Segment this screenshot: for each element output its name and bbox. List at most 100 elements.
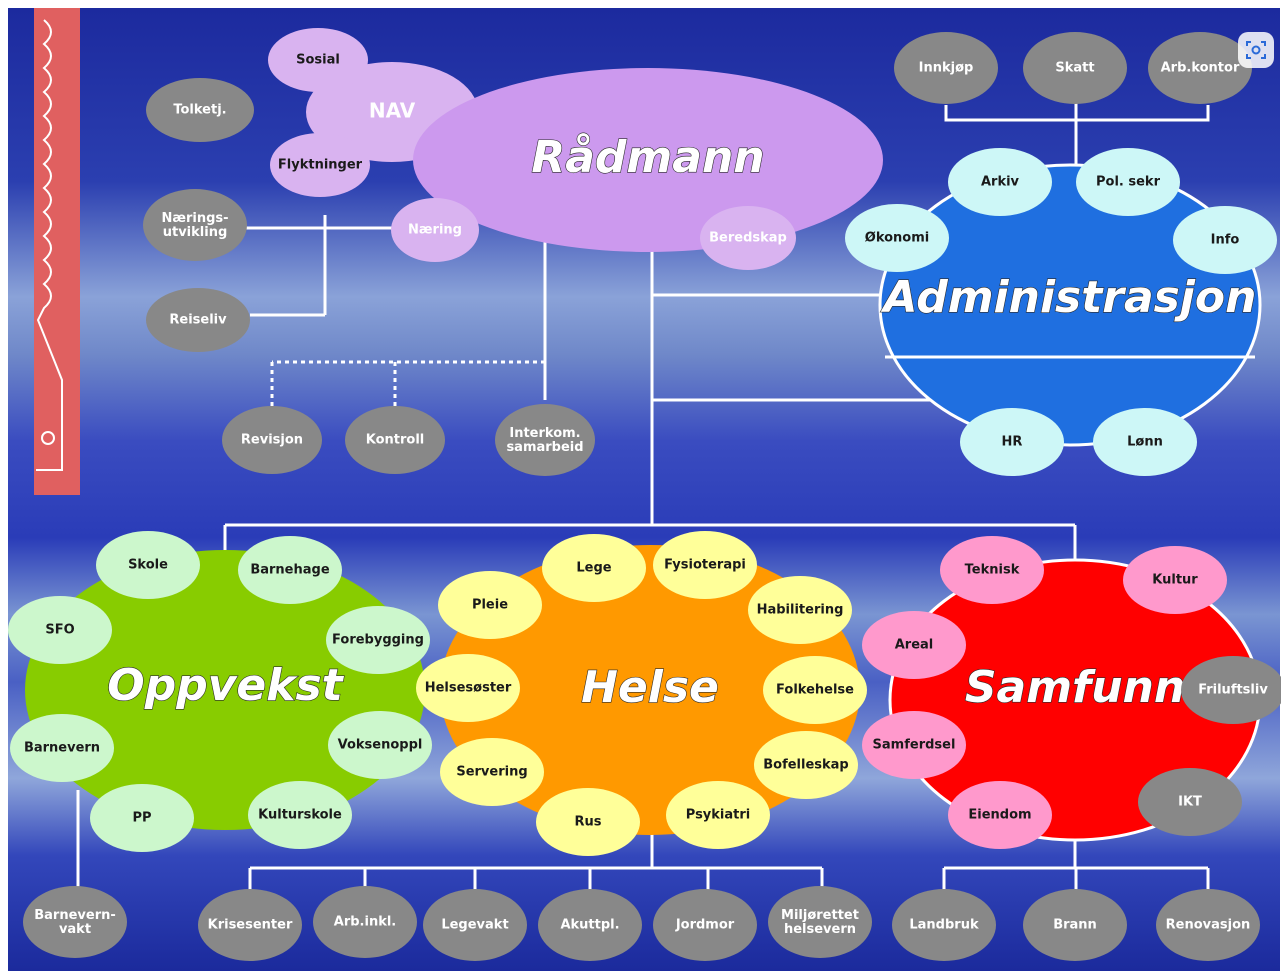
node-skole[interactable]: Skole	[96, 531, 200, 599]
node-shape-arb-kontor	[1148, 32, 1252, 104]
node-bofelleskap[interactable]: Bofelleskap	[754, 731, 858, 799]
node-samfunn[interactable]: Samfunn	[888, 558, 1262, 842]
node-label-barnevern-vakt: Barnevern-vakt	[34, 907, 116, 936]
node-eiendom[interactable]: Eiendom	[948, 781, 1052, 849]
node-renovasjon[interactable]: Renovasjon	[1156, 889, 1260, 961]
node-shape-samferdsel	[862, 711, 966, 779]
node-shape-arb-inkl	[313, 886, 417, 958]
node-shape-revisjon	[222, 406, 322, 474]
node-label-administrasjon: Administrasjon	[881, 272, 1257, 323]
node-folkehelse[interactable]: Folkehelse	[763, 656, 867, 724]
node-arb-kontor[interactable]: Arb.kontor	[1148, 32, 1252, 104]
node-servering[interactable]: Servering	[440, 738, 544, 806]
node-næring[interactable]: Næring	[391, 198, 479, 262]
node-label-folkehelse: Folkehelse	[776, 683, 854, 698]
connector-lines	[76, 98, 1210, 890]
node-label-hr: HR	[1002, 435, 1023, 450]
node-landbruk[interactable]: Landbruk	[892, 889, 996, 961]
node-label-revisjon: Revisjon	[241, 433, 303, 448]
node-shape-økonomi	[845, 204, 949, 272]
node-pleie[interactable]: Pleie	[438, 571, 542, 639]
node-label-sfo: SFO	[45, 623, 74, 638]
node-shape-ikt	[1138, 768, 1242, 836]
node-label-servering: Servering	[456, 765, 527, 780]
node-info[interactable]: Info	[1173, 206, 1277, 274]
node-hr[interactable]: HR	[960, 408, 1064, 476]
node-fysioterapi[interactable]: Fysioterapi	[653, 531, 757, 599]
node-shape-eiendom	[948, 781, 1052, 849]
node-psykiatri[interactable]: Psykiatri	[666, 781, 770, 849]
node-pp[interactable]: PP	[90, 784, 194, 852]
node-pol-sekr[interactable]: Pol. sekr	[1076, 148, 1180, 216]
node-shape-renovasjon	[1156, 889, 1260, 961]
node-lønn[interactable]: Lønn	[1093, 408, 1197, 476]
node-label-psykiatri: Psykiatri	[686, 808, 750, 823]
node-shape-helsesøster	[416, 654, 520, 722]
node-økonomi[interactable]: Økonomi	[845, 204, 949, 272]
node-samferdsel[interactable]: Samferdsel	[862, 711, 966, 779]
node-revisjon[interactable]: Revisjon	[222, 406, 322, 474]
node-helsesøster[interactable]: Helsesøster	[416, 654, 520, 722]
node-barnehage[interactable]: Barnehage	[238, 536, 342, 604]
node-akuttpl[interactable]: Akuttpl.	[538, 889, 642, 961]
node-sosial[interactable]: Sosial	[268, 28, 368, 92]
node-habilitering[interactable]: Habilitering	[748, 576, 852, 644]
node-label-arb-inkl: Arb.inkl.	[334, 915, 396, 930]
node-legevakt[interactable]: Legevakt	[423, 889, 527, 961]
node-teknisk[interactable]: Teknisk	[940, 536, 1044, 604]
node-label-oppvekst: Oppvekst	[107, 660, 344, 711]
node-shape-krisesenter	[198, 889, 302, 961]
node-label-landbruk: Landbruk	[909, 918, 979, 933]
node-label-barnehage: Barnehage	[250, 563, 329, 578]
node-kontroll[interactable]: Kontroll	[345, 406, 445, 474]
node-sfo[interactable]: SFO	[8, 596, 112, 664]
node-voksenoppl[interactable]: Voksenoppl	[328, 711, 432, 779]
node-label-krisesenter: Krisesenter	[208, 918, 293, 933]
node-arkiv[interactable]: Arkiv	[948, 148, 1052, 216]
node-flyktninger[interactable]: Flyktninger	[270, 133, 370, 197]
node-innkjøp[interactable]: Innkjøp	[894, 32, 998, 104]
node-nærings-utvikling[interactable]: Nærings-utvikling	[143, 189, 247, 261]
node-kultur[interactable]: Kultur	[1123, 546, 1227, 614]
node-shape-interkom-samarbeid	[495, 404, 595, 476]
node-tolketj[interactable]: Tolketj.	[146, 78, 254, 142]
node-reiseliv[interactable]: Reiseliv	[146, 288, 250, 352]
node-oppvekst[interactable]: Oppvekst	[25, 550, 425, 830]
node-rådmann[interactable]: Rådmann	[413, 68, 883, 252]
node-label-flyktninger: Flyktninger	[278, 158, 363, 173]
node-label-rådmann: Rådmann	[531, 132, 764, 183]
node-shape-habilitering	[748, 576, 852, 644]
node-label-nærings-utvikling: Nærings-utvikling	[161, 210, 228, 239]
node-barnevern-vakt[interactable]: Barnevern-vakt	[23, 886, 127, 958]
node-label-friluftsliv: Friluftsliv	[1198, 683, 1268, 698]
node-label-teknisk: Teknisk	[965, 563, 1020, 578]
node-administrasjon[interactable]: Administrasjon	[878, 163, 1262, 447]
node-shape-rus	[536, 788, 640, 856]
node-barnevern[interactable]: Barnevern	[10, 714, 114, 782]
node-interkom-samarbeid[interactable]: Interkom.samarbeid	[495, 404, 595, 476]
node-shape-nærings-utvikling	[143, 189, 247, 261]
node-arb-inkl[interactable]: Arb.inkl.	[313, 886, 417, 958]
node-krisesenter[interactable]: Krisesenter	[198, 889, 302, 961]
node-ikt[interactable]: IKT	[1138, 768, 1242, 836]
node-label-kontroll: Kontroll	[366, 433, 425, 448]
node-friluftsliv[interactable]: Friluftsliv	[1181, 656, 1281, 724]
node-rus[interactable]: Rus	[536, 788, 640, 856]
node-skatt[interactable]: Skatt	[1023, 32, 1127, 104]
node-shape-kultur	[1123, 546, 1227, 614]
node-shape-beredskap	[700, 206, 796, 270]
node-beredskap[interactable]: Beredskap	[700, 206, 796, 270]
node-label-fysioterapi: Fysioterapi	[664, 558, 746, 573]
node-shape-administrasjon	[878, 163, 1262, 447]
node-areal[interactable]: Areal	[862, 611, 966, 679]
node-lege[interactable]: Lege	[542, 534, 646, 602]
node-jordmor[interactable]: Jordmor	[653, 889, 757, 961]
node-shape-pol-sekr	[1076, 148, 1180, 216]
node-forebygging[interactable]: Forebygging	[326, 606, 430, 674]
node-label-ikt: IKT	[1178, 795, 1202, 810]
node-brann[interactable]: Brann	[1023, 889, 1127, 961]
lens-search-icon[interactable]	[1238, 32, 1274, 68]
node-kulturskole[interactable]: Kulturskole	[248, 781, 352, 849]
